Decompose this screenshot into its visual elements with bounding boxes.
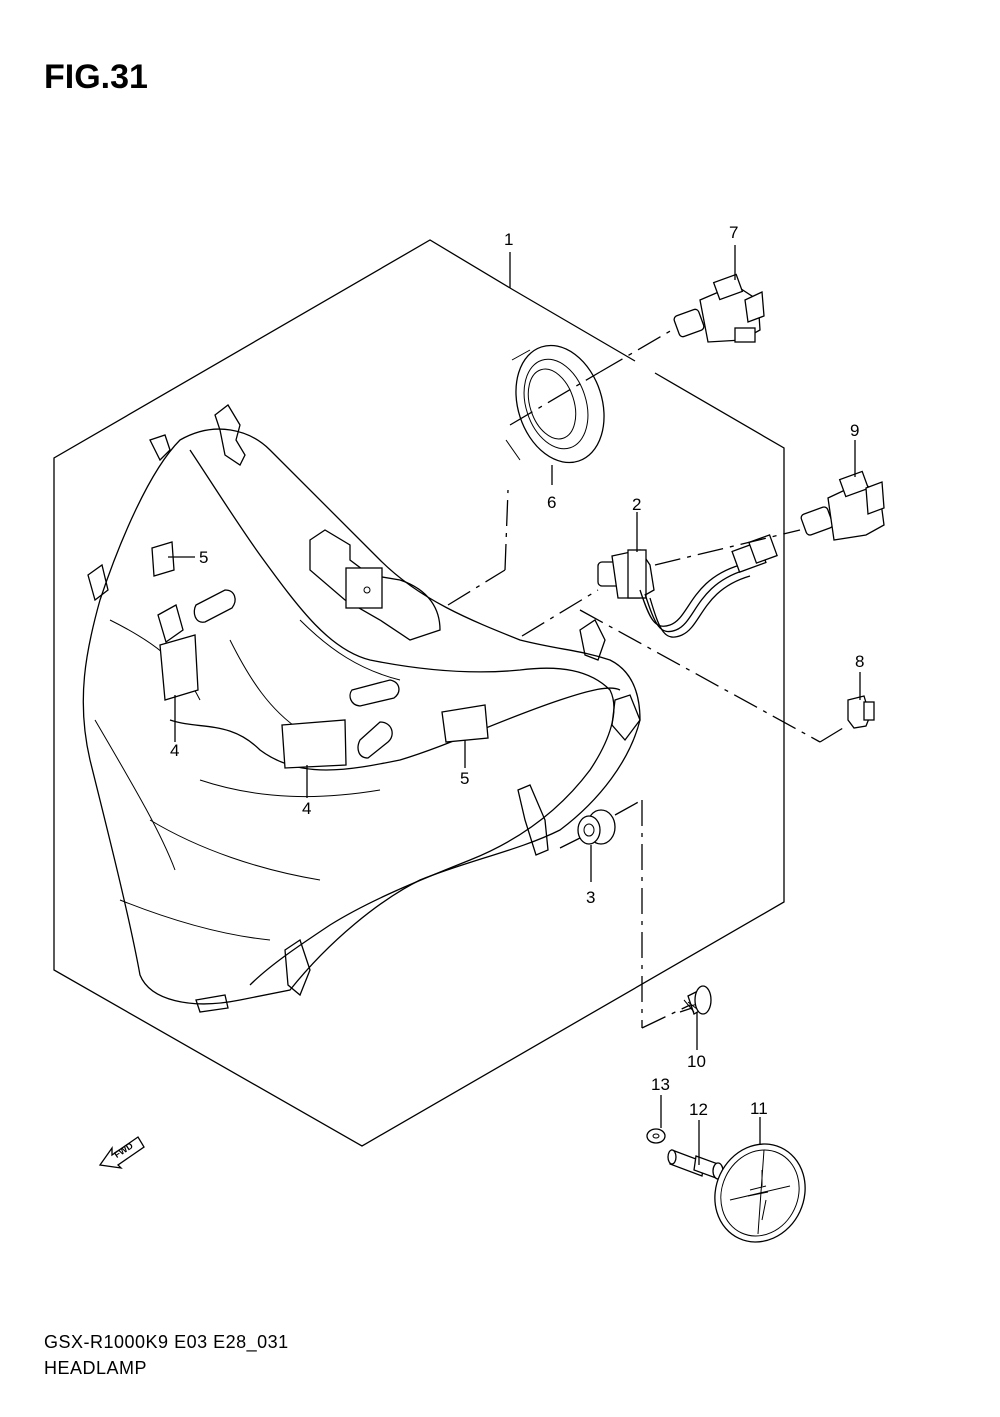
position-lamp-socket: [597, 534, 778, 638]
part-label-6: 6: [547, 493, 556, 512]
part-label-3: 3: [586, 888, 595, 907]
part-label-12: 12: [689, 1100, 708, 1119]
headlight-bulb-upper: [673, 273, 765, 343]
cap: [714, 1143, 806, 1243]
screw: [679, 985, 712, 1015]
headlight-bulb-lower: [800, 470, 885, 541]
part-label-13: 13: [651, 1075, 670, 1094]
part-label-4b: 4: [302, 799, 311, 818]
dust-cover-ring: [505, 344, 605, 464]
assembly-boundary: [53, 239, 785, 1147]
leader-lines: [168, 245, 861, 1165]
fwd-arrow: FWD: [98, 1136, 145, 1169]
part-number-labels: 1 2 3 4 4 5 5 6 7 8 9 10 11 12 13: [170, 223, 864, 1119]
part-label-11: 11: [750, 1099, 768, 1118]
figure-title: FIG.31: [44, 58, 148, 96]
part-label-5b: 5: [460, 769, 469, 788]
position-bulb: [847, 695, 875, 729]
part-label-4a: 4: [170, 741, 179, 760]
part-label-7: 7: [729, 223, 738, 242]
part-label-2: 2: [632, 495, 641, 514]
part-label-1: 1: [504, 230, 513, 249]
assembly-dash-lines: [447, 329, 849, 1029]
part-label-5a: 5: [199, 548, 208, 567]
part-label-9: 9: [850, 421, 859, 440]
part-label-10: 10: [687, 1052, 706, 1071]
model-code: GSX-R1000K9 E03 E28_031: [44, 1332, 289, 1352]
headlamp-housing: [82, 404, 641, 1013]
grommet: [577, 809, 616, 845]
washer: [646, 1128, 666, 1144]
part-label-8: 8: [855, 652, 864, 671]
section-name: HEADLAMP: [44, 1358, 148, 1378]
spacer: [667, 1149, 724, 1180]
